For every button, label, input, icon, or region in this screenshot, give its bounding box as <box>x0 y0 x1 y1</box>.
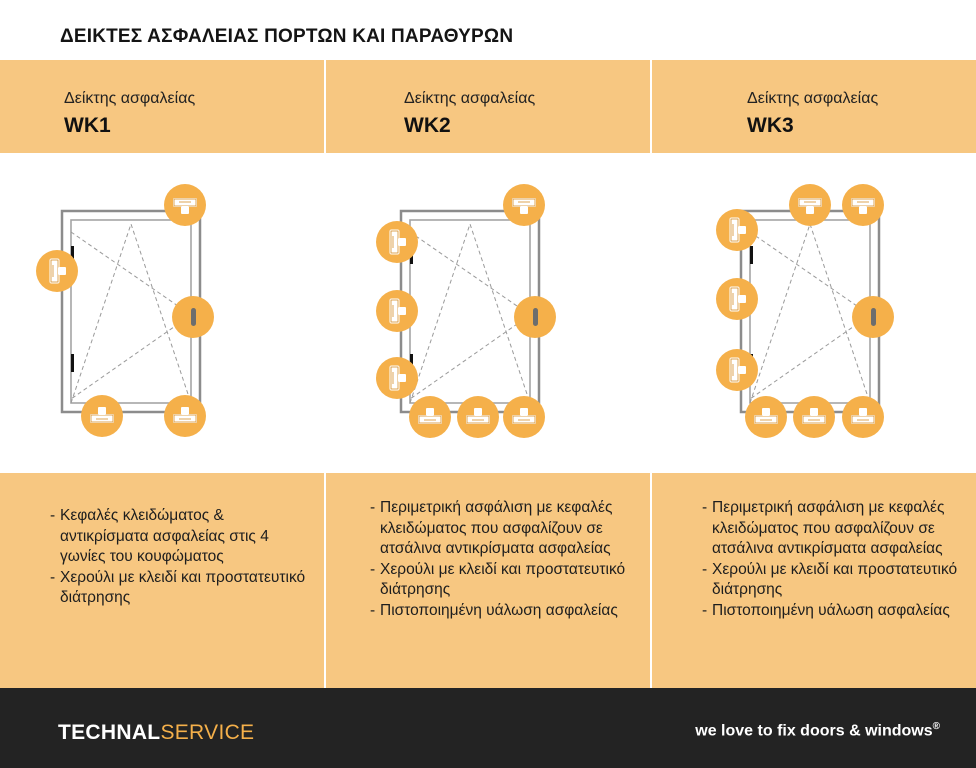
wk2-lock-bottom-2-icon <box>456 395 500 439</box>
list-item: Περιμετρική ασφάλιση με κεφαλές κλειδώμα… <box>370 498 630 560</box>
wk2-features-panel: Περιμετρική ασφάλιση με κεφαλές κλειδώμα… <box>324 473 650 688</box>
wk2-lock-left-2-icon <box>375 289 419 333</box>
list-item: Περιμετρική ασφάλιση με κεφαλές κλειδώμα… <box>702 498 962 560</box>
registered-mark: ® <box>932 721 940 732</box>
index-header-band: Δείκτης ασφαλείας WK1 Δείκτης ασφαλείας … <box>0 60 976 153</box>
wk2-label: Δείκτης ασφαλείας <box>404 90 536 107</box>
wk3-code: WK3 <box>747 114 794 137</box>
brand-logo: TECHNALSERVICE <box>58 721 254 745</box>
wk3-lock-left-1-icon <box>715 208 759 252</box>
wk2-header: Δείκτης ασφαλείας WK2 <box>324 60 650 153</box>
wk2-feature-list: Περιμετρική ασφάλιση με κεφαλές κλειδώμα… <box>370 498 630 621</box>
list-item: Πιστοποιημένη υάλωση ασφαλείας <box>702 601 962 622</box>
footer: TECHNALSERVICE we love to fix doors & wi… <box>0 688 976 768</box>
list-item: Χερούλι με κλειδί και προστατευτικό διάτ… <box>370 560 630 601</box>
wk2-handle-icon <box>514 296 556 338</box>
wk3-lock-bottom-3-icon <box>841 395 885 439</box>
list-item: Χερούλι με κλειδί και προστατευτικό διάτ… <box>702 560 962 601</box>
wk1-label: Δείκτης ασφαλείας <box>64 90 196 107</box>
wk3-features-panel: Περιμετρική ασφάλιση με κεφαλές κλειδώμα… <box>650 473 976 688</box>
tagline: we love to fix doors & windows® <box>695 721 940 740</box>
wk2-lock-left-1-icon <box>375 220 419 264</box>
wk1-lock-bottom-left-icon <box>80 394 124 438</box>
wk1-lock-top-right-icon <box>163 183 207 227</box>
wk1-window-icon <box>35 183 214 438</box>
wk1-header: Δείκτης ασφαλείας WK1 <box>0 60 324 153</box>
wk1-features-panel: Κεφαλές κλειδώματος & αντικρίσματα ασφαλ… <box>0 473 324 688</box>
brand-secondary: SERVICE <box>160 721 255 744</box>
wk2-lock-bottom-1-icon <box>408 395 452 439</box>
list-item: Κεφαλές κλειδώματος & αντικρίσματα ασφαλ… <box>50 506 310 568</box>
brand-primary: TECHNAL <box>58 721 161 744</box>
wk2-lock-bottom-3-icon <box>502 395 546 439</box>
wk3-lock-left-3-icon <box>715 348 759 392</box>
wk3-lock-top-2-icon <box>841 183 885 227</box>
wk3-lock-top-1-icon <box>788 183 832 227</box>
wk3-window-icon <box>715 183 894 439</box>
wk2-code: WK2 <box>404 114 451 137</box>
wk2-lock-top-right-icon <box>502 183 546 227</box>
wk3-lock-left-2-icon <box>715 277 759 321</box>
wk1-handle-icon <box>172 296 214 338</box>
tagline-text: we love to fix doors & windows <box>695 722 933 740</box>
wk3-handle-icon <box>852 296 894 338</box>
wk2-window-icon <box>375 183 556 439</box>
features-band: Κεφαλές κλειδώματος & αντικρίσματα ασφαλ… <box>0 473 976 688</box>
wk1-feature-list: Κεφαλές κλειδώματος & αντικρίσματα ασφαλ… <box>50 506 310 609</box>
list-item: Πιστοποιημένη υάλωση ασφαλείας <box>370 601 630 622</box>
wk1-code: WK1 <box>64 114 111 137</box>
list-item: Χερούλι με κλειδί και προστατευτικό διάτ… <box>50 568 310 609</box>
page-title: ΔΕΙΚΤΕΣ ΑΣΦΑΛΕΙΑΣ ΠΟΡΤΩΝ ΚΑΙ ΠΑΡΑΘΥΡΩΝ <box>60 26 514 47</box>
wk3-lock-bottom-1-icon <box>744 395 788 439</box>
wk2-lock-left-3-icon <box>375 356 419 400</box>
wk3-feature-list: Περιμετρική ασφάλιση με κεφαλές κλειδώμα… <box>702 498 962 621</box>
wk3-label: Δείκτης ασφαλείας <box>747 90 879 107</box>
wk1-lock-left-icon <box>35 249 79 293</box>
wk3-header: Δείκτης ασφαλείας WK3 <box>650 60 976 153</box>
wk3-lock-bottom-2-icon <box>792 395 836 439</box>
wk1-lock-bottom-right-icon <box>163 394 207 438</box>
